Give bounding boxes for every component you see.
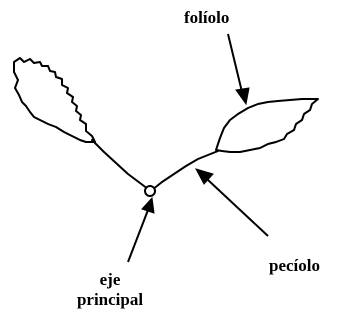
- main-axis-arrow: [127, 196, 155, 263]
- right-petiole: [151, 150, 219, 191]
- leaflet-arrow: [227, 33, 250, 106]
- leaflet-label: folíolo: [184, 8, 230, 27]
- left-leaflet: [13, 57, 96, 143]
- main-axis-label-line2: principal: [76, 289, 144, 309]
- main-axis-label: eje principal: [68, 270, 152, 309]
- petiole-arrow: [194, 168, 269, 237]
- right-leaflet: [215, 98, 319, 153]
- main-axis-label-line1: eje: [99, 270, 121, 289]
- main-axis-circle: [144, 185, 156, 197]
- petiole-label: pecíolo: [269, 256, 320, 275]
- left-petiole: [91, 139, 149, 190]
